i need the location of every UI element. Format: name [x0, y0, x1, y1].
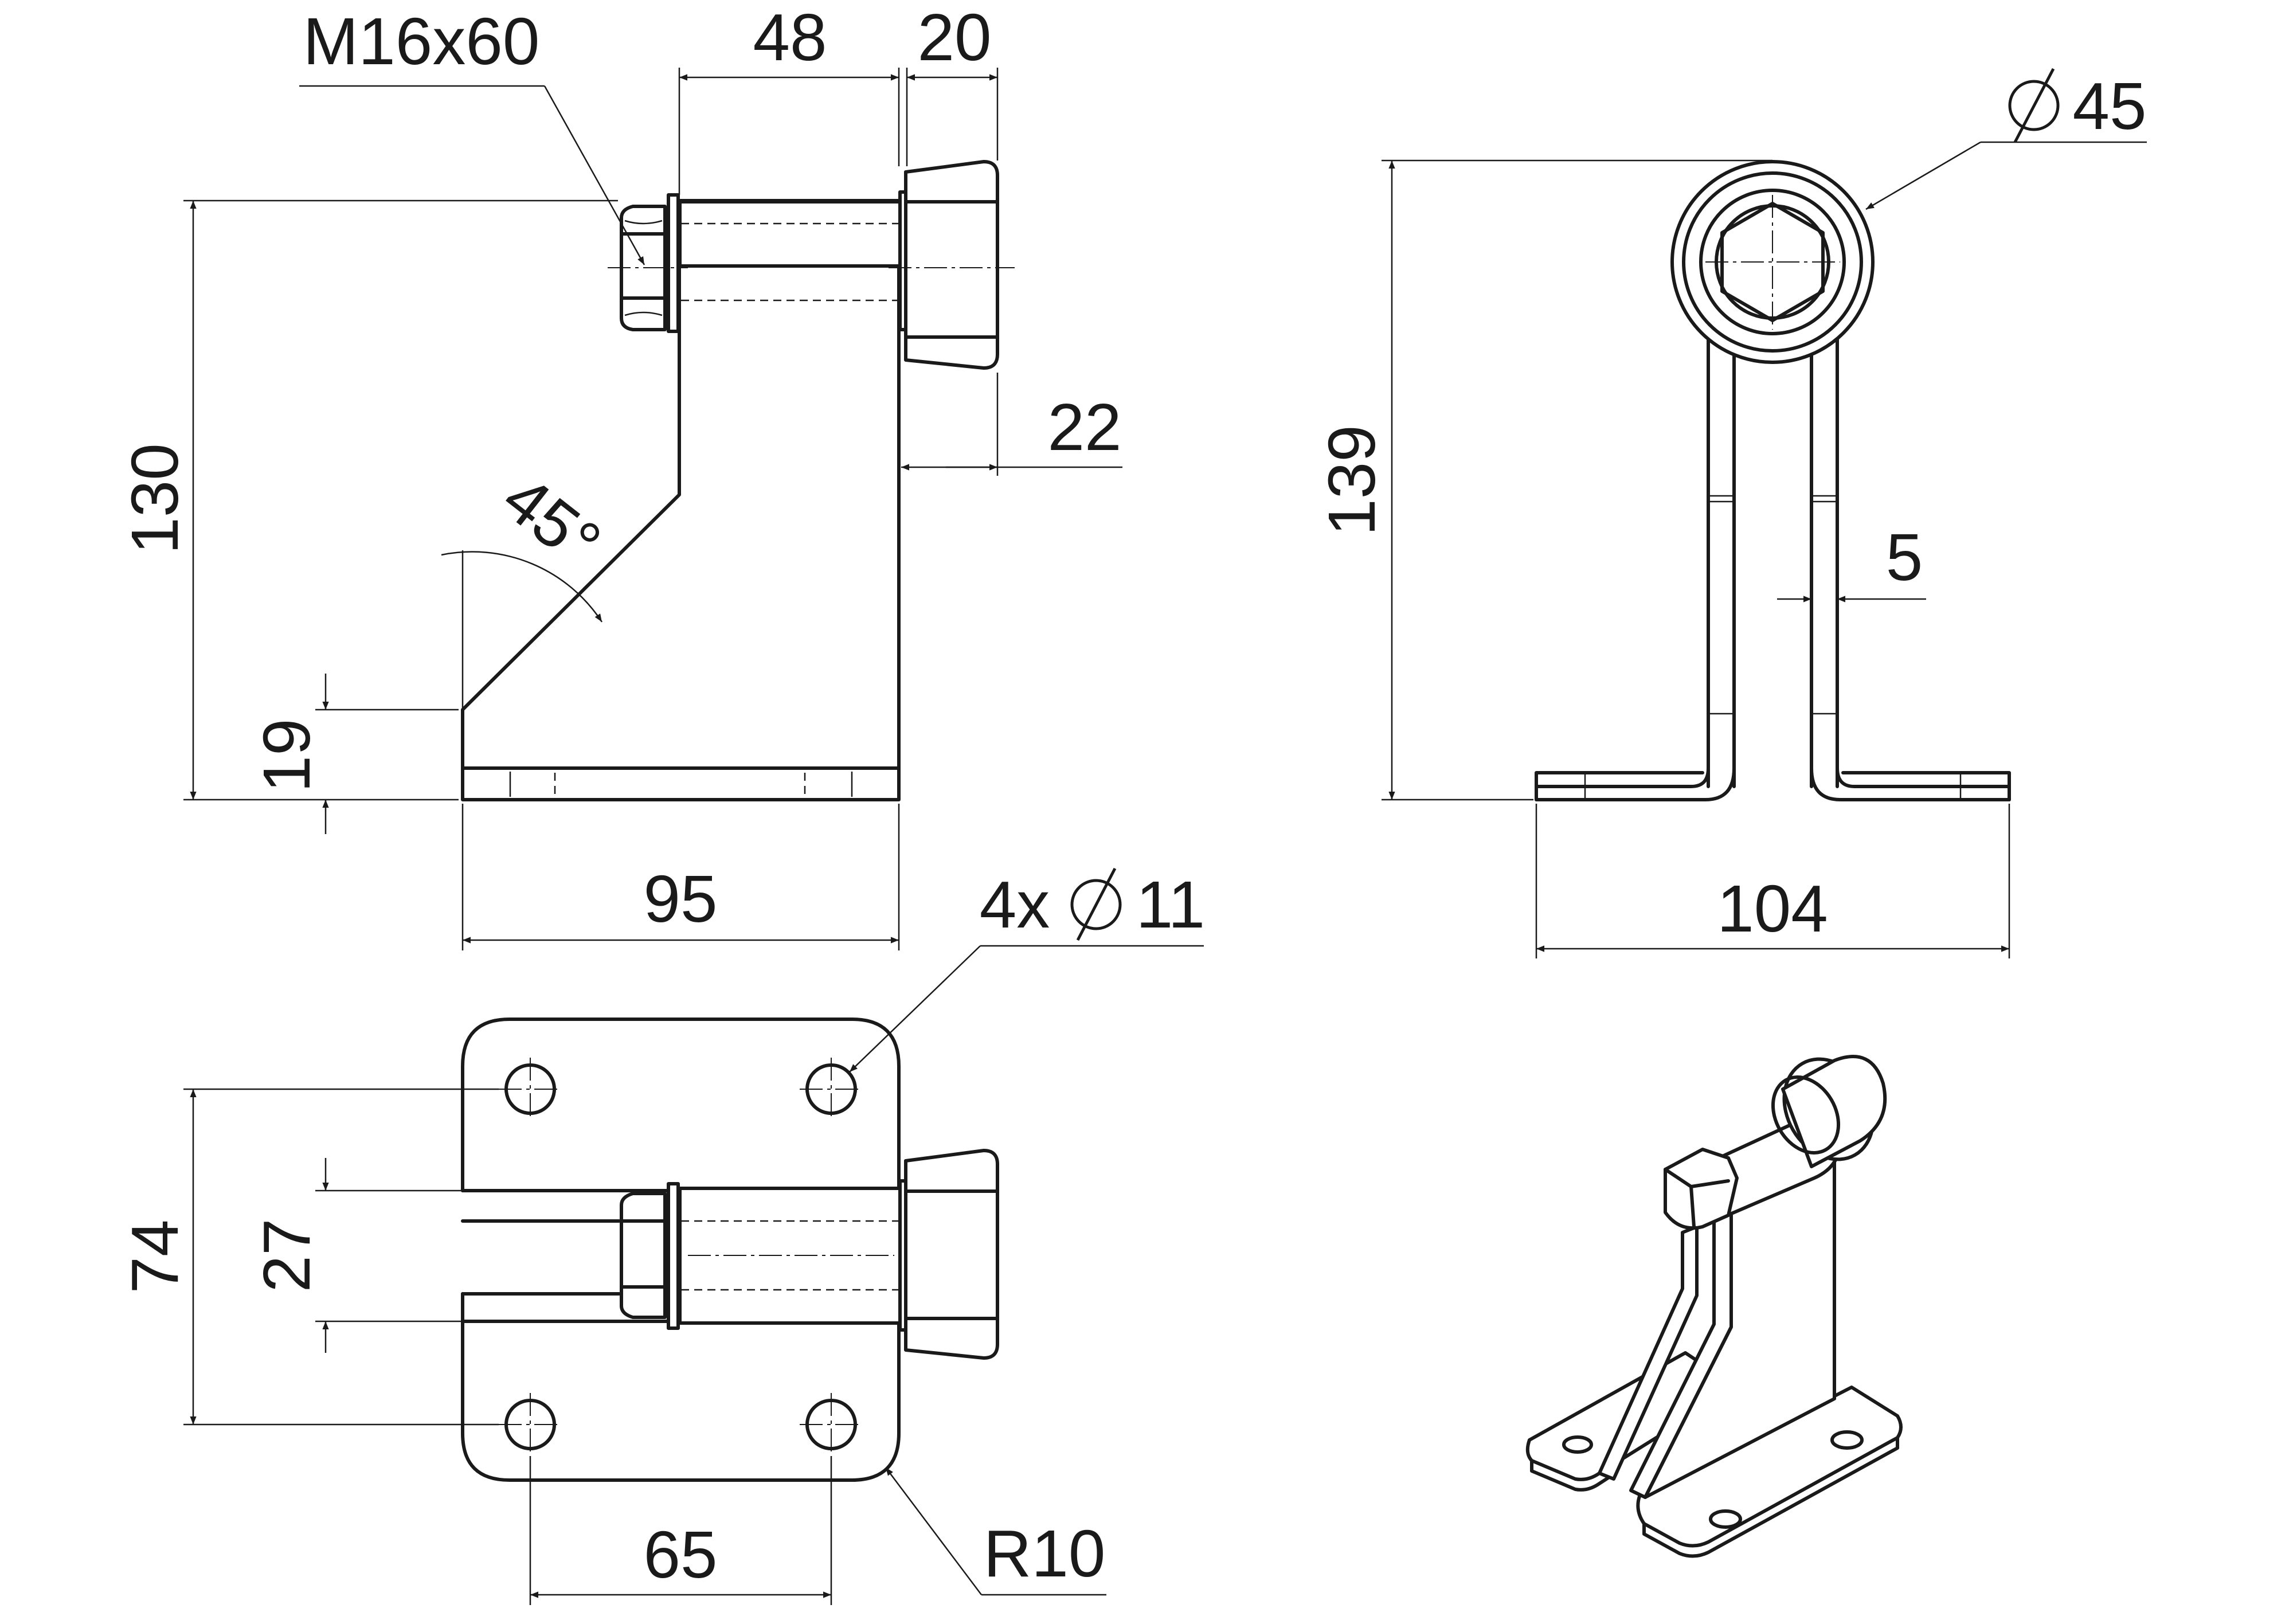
mounting-holes	[499, 1058, 863, 1456]
dim-roller-offset: 22	[1047, 390, 1121, 464]
dim-base-thickness: 19	[249, 718, 324, 792]
dim-plate-thickness: 5	[1886, 520, 1923, 594]
isometric-view	[1525, 1055, 1903, 1558]
dim-width: 104	[1717, 871, 1828, 946]
dim-hole-spacing-y: 74	[118, 1219, 192, 1293]
iso-hex-nut	[1664, 1148, 1739, 1230]
leader-radius	[885, 1467, 982, 1595]
top-hex-nut	[620, 1192, 667, 1319]
dim-roller-width: 20	[917, 0, 991, 75]
leader-thread	[543, 85, 645, 265]
dim-depth: 95	[643, 862, 717, 936]
dim-roller-diameter: 45	[2072, 69, 2146, 143]
front-view: 45 139 5 104	[1314, 68, 2147, 958]
dim-holes-diameter: 11	[1136, 867, 1205, 942]
iso-right-foot	[1636, 1386, 1903, 1548]
leader-holes	[849, 945, 981, 1073]
dim-thread: M16x60	[303, 4, 540, 79]
side-view: 48 20 M16x60 22 130 19 45° 95	[118, 0, 1122, 950]
dim-slot-width: 27	[249, 1218, 324, 1292]
iso-roller	[1781, 1055, 1887, 1168]
dim-hole-spacing-x: 65	[643, 1517, 717, 1592]
side-roller	[904, 160, 999, 370]
leader-roller-diameter	[1865, 141, 1981, 210]
dim-radius: R10	[984, 1516, 1106, 1591]
dim-side-height: 130	[118, 443, 192, 554]
top-roller	[904, 1149, 999, 1360]
diameter-icon	[2008, 68, 2060, 143]
dim-holes-prefix: 4x	[980, 867, 1050, 942]
dim-shaft-length: 48	[753, 0, 827, 75]
top-washer	[667, 1182, 680, 1330]
top-plate-lower	[461, 1292, 901, 1482]
front-base-right	[1841, 771, 2011, 801]
dim-front-height: 139	[1314, 425, 1389, 536]
side-shaft	[678, 200, 902, 268]
dim-arc-angle	[441, 551, 603, 623]
top-view: 4x 11 74 27 65 R10	[118, 867, 1205, 1605]
dim-angle: 45°	[489, 460, 614, 581]
front-plate-legs	[1707, 328, 1839, 788]
side-washer	[667, 193, 680, 333]
front-base-left	[1535, 771, 1704, 801]
top-plate-upper	[461, 1018, 901, 1192]
diameter-icon	[1070, 867, 1122, 941]
